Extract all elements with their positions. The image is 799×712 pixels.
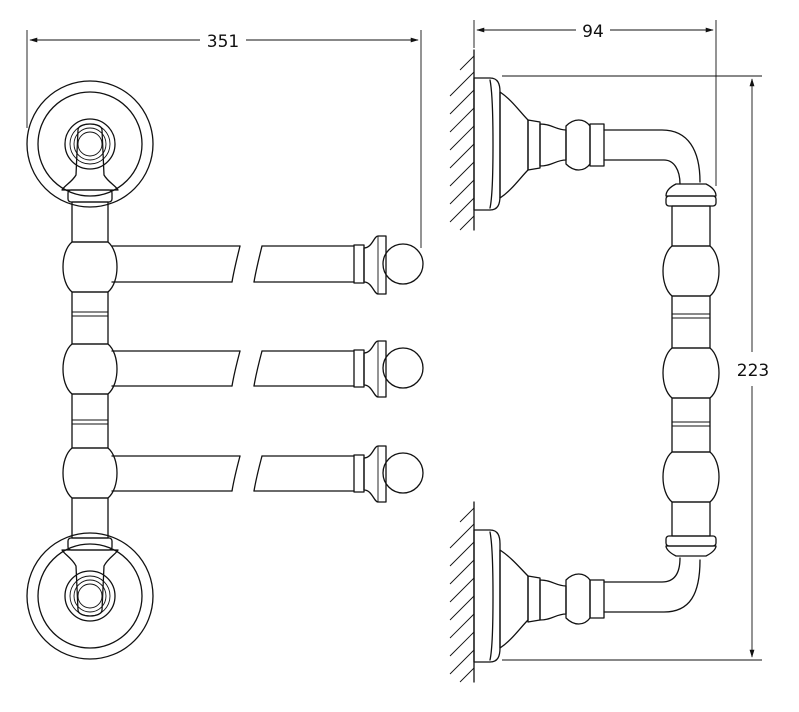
bottom-bracket bbox=[473, 529, 701, 663]
top-wall bbox=[449, 49, 475, 231]
bottom-rosette bbox=[26, 532, 154, 660]
top-bracket bbox=[473, 77, 701, 211]
swing-arm-middle bbox=[111, 340, 424, 398]
height-dimension: 223 bbox=[502, 75, 769, 661]
width-dimension-label: 351 bbox=[207, 32, 239, 52]
width-dimension: 351 bbox=[26, 30, 422, 248]
swing-arm-top bbox=[111, 235, 424, 295]
pivot-column bbox=[62, 189, 118, 551]
depth-dimension-label: 94 bbox=[582, 22, 604, 42]
front-view: 351 bbox=[26, 30, 424, 660]
side-view: 94 223 bbox=[449, 20, 769, 683]
depth-dimension: 94 bbox=[473, 20, 717, 186]
side-column bbox=[662, 183, 720, 557]
bottom-wall bbox=[449, 501, 475, 683]
height-dimension-label: 223 bbox=[737, 361, 769, 381]
top-rosette bbox=[26, 80, 154, 208]
swing-arm-bottom bbox=[111, 445, 424, 503]
